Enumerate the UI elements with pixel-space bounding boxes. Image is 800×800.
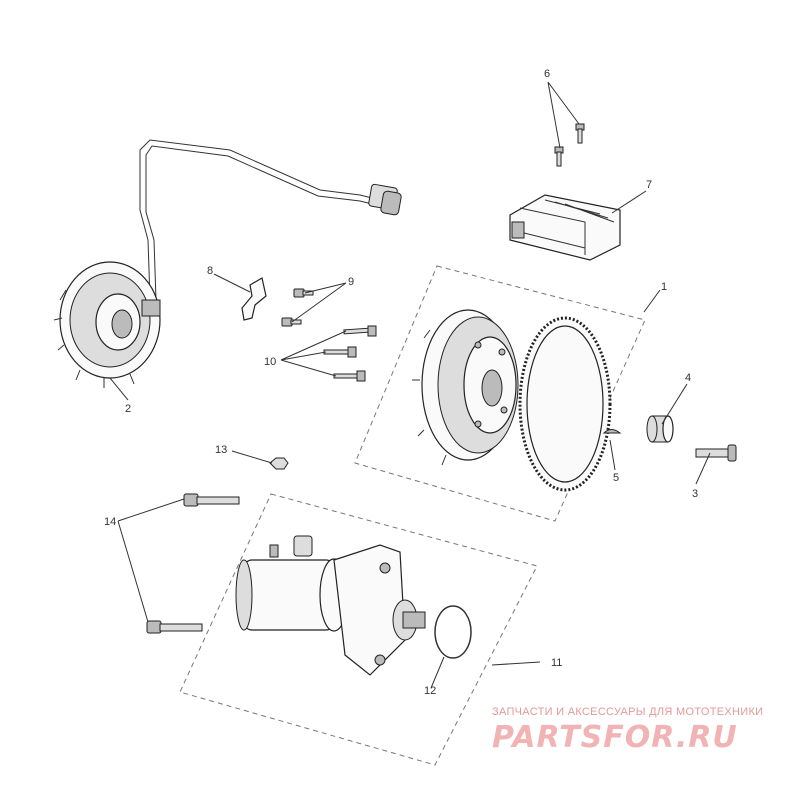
starter-clutch-dashed-box xyxy=(354,265,646,522)
starter-clutch xyxy=(412,309,519,466)
ring-gear xyxy=(518,316,612,492)
callout-3: 3 xyxy=(692,488,698,500)
callout-4: 4 xyxy=(685,372,691,384)
bolt-3 xyxy=(695,444,737,462)
spacer xyxy=(646,415,674,443)
callout-labels: 1 2 3 4 5 6 7 8 9 10 11 12 13 14 xyxy=(104,68,698,697)
callout-2: 2 xyxy=(125,403,131,415)
nut xyxy=(269,457,289,470)
callout-1: 1 xyxy=(661,281,667,293)
callout-9: 9 xyxy=(348,276,354,288)
callout-7: 7 xyxy=(646,179,652,191)
starter-motor-dashed-box xyxy=(179,493,538,766)
leader-lines xyxy=(109,81,711,689)
callout-6: 6 xyxy=(544,68,550,80)
bolts-14 xyxy=(146,493,240,634)
callout-8: 8 xyxy=(207,265,213,277)
callout-5: 5 xyxy=(613,472,619,484)
screws-6 xyxy=(554,123,585,167)
stator-assembly xyxy=(53,139,402,388)
bracket-clip xyxy=(241,277,267,321)
callout-14: 14 xyxy=(104,516,116,528)
callout-10: 10 xyxy=(264,356,276,368)
starter-motor xyxy=(235,535,426,676)
woodruff-key xyxy=(602,429,622,434)
o-ring xyxy=(434,605,472,659)
bolts-10 xyxy=(323,325,377,382)
watermark-logo: PARTSFOR.RU xyxy=(492,720,738,755)
callout-13: 13 xyxy=(215,444,227,456)
regulator-rectifier xyxy=(509,194,621,261)
callout-11: 11 xyxy=(551,657,562,669)
watermark-subtitle: ЗАПЧАСТИ И АКСЕССУАРЫ ДЛЯ МОТОТЕХНИКИ xyxy=(492,706,764,718)
callout-12: 12 xyxy=(424,685,436,697)
small-screws xyxy=(281,288,314,327)
